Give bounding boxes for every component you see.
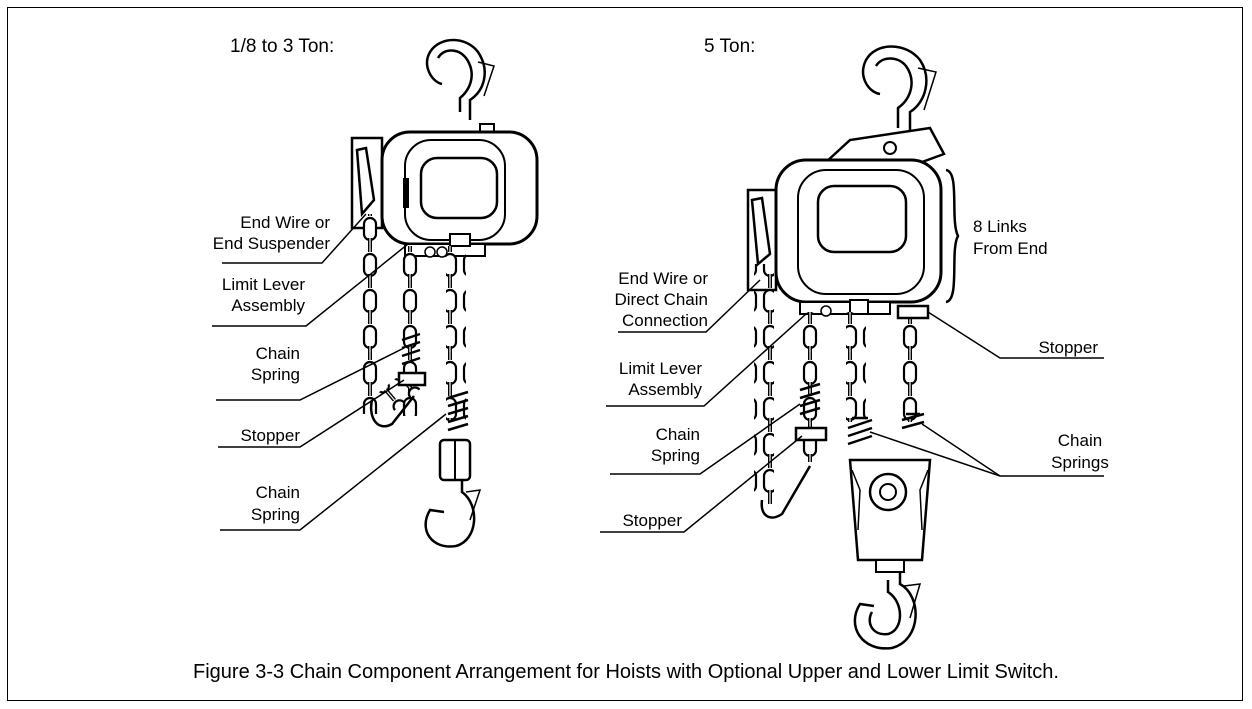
svg-text:Chain: Chain	[656, 425, 700, 444]
label-chain-spring-1: Chain Spring	[216, 344, 405, 401]
label-stopper: Stopper	[218, 379, 405, 448]
load-chain-2	[902, 312, 922, 422]
large-hoist-title: 5 Ton:	[704, 36, 755, 57]
svg-text:Spring: Spring	[251, 365, 300, 384]
svg-text:Connection: Connection	[622, 311, 708, 330]
small-hoist-title: 1/8 to 3 Ton:	[230, 36, 334, 57]
svg-text:Limit Lever: Limit Lever	[619, 359, 702, 378]
label-chain-springs: Chain Springs	[869, 423, 1109, 477]
svg-text:End Wire or: End Wire or	[240, 213, 330, 232]
label-limit-lever: Limit Lever Assembly	[212, 243, 409, 327]
svg-text:Chain: Chain	[256, 483, 300, 502]
small-hoist: 1/8 to 3 Ton:	[212, 36, 539, 548]
svg-text:Spring: Spring	[651, 446, 700, 465]
hand-chain-left	[362, 214, 382, 414]
svg-text:End Suspender: End Suspender	[213, 234, 331, 253]
hoist-body	[746, 158, 943, 317]
chain-loop	[760, 465, 812, 519]
svg-text:Stopper: Stopper	[1038, 338, 1098, 357]
svg-text:Assembly: Assembly	[231, 296, 305, 315]
stopper-icon	[794, 426, 828, 442]
load-chain-1	[846, 312, 866, 422]
svg-text:Spring: Spring	[251, 505, 300, 524]
label-chain-spring: Chain Spring	[610, 403, 801, 475]
top-hook-icon	[425, 38, 495, 143]
figure-caption: Figure 3-3 Chain Component Arrangement f…	[193, 661, 1059, 683]
load-chain	[446, 246, 466, 422]
chain-spring-icon	[799, 382, 925, 446]
label-end-wire: End Wire or End Suspender	[213, 213, 367, 264]
large-hoist: 5 Ton:	[600, 36, 1109, 650]
bottom-hook-icon	[424, 438, 482, 548]
bottom-block-and-hook-icon	[848, 458, 932, 650]
svg-text:Assembly: Assembly	[628, 380, 702, 399]
label-8-links: 8 Links From End	[945, 168, 1048, 304]
svg-text:Limit Lever: Limit Lever	[222, 275, 305, 294]
svg-text:Stopper: Stopper	[622, 511, 682, 530]
svg-text:Chain: Chain	[1058, 431, 1102, 450]
label-end-wire: End Wire or Direct Chain Connection	[614, 269, 761, 333]
stopper-icon	[896, 304, 930, 320]
hoist-body	[350, 130, 539, 258]
label-stopper-bottom: Stopper	[600, 435, 803, 533]
svg-text:Direct Chain: Direct Chain	[614, 290, 708, 309]
stopper-icon	[397, 371, 427, 387]
chain-spring-icon	[401, 332, 469, 432]
svg-text:End Wire or: End Wire or	[618, 269, 708, 288]
svg-text:Chain: Chain	[256, 344, 300, 363]
label-stopper-top: Stopper	[927, 311, 1104, 359]
figure-frame	[7, 7, 1243, 701]
top-hook-icon	[861, 45, 937, 140]
svg-text:From End: From End	[973, 239, 1048, 258]
label-limit-lever: Limit Lever Assembly	[606, 313, 807, 407]
chain-loop	[369, 395, 415, 428]
svg-text:8 Links: 8 Links	[973, 217, 1027, 236]
svg-text:Stopper: Stopper	[240, 426, 300, 445]
svg-text:Springs: Springs	[1051, 453, 1109, 472]
hand-chain	[754, 264, 774, 504]
label-chain-spring-2: Chain Spring	[220, 413, 447, 531]
